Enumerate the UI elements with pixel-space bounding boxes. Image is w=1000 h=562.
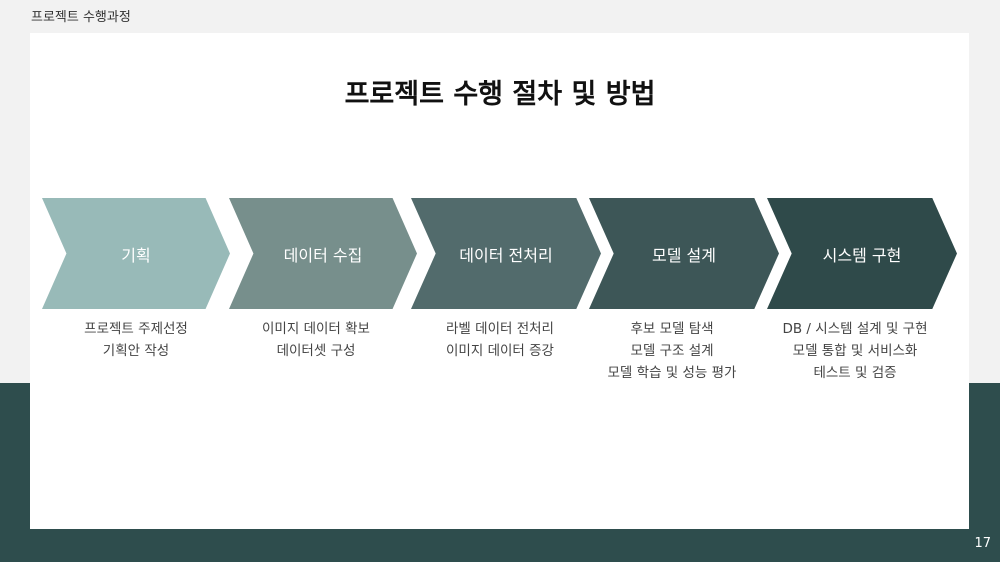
step-label: 모델 설계 bbox=[652, 245, 716, 265]
process-step-preprocessing: 데이터 전처리 bbox=[411, 198, 601, 309]
section-label: 프로젝트 수행과정 bbox=[31, 10, 131, 25]
step-details-planning: 프로젝트 주제선정 기획안 작성 bbox=[42, 318, 230, 362]
step-detail-line: 데이터셋 구성 bbox=[276, 343, 356, 359]
step-label: 기획 bbox=[121, 245, 151, 265]
process-step-planning: 기획 bbox=[42, 198, 230, 309]
step-label: 데이터 전처리 bbox=[459, 245, 553, 265]
step-detail-line: 모델 구조 설계 bbox=[630, 343, 714, 359]
step-detail-line: 이미지 데이터 확보 bbox=[262, 321, 370, 337]
step-detail-line: 라벨 데이터 전처리 bbox=[446, 321, 554, 337]
process-step-model-design: 모델 설계 bbox=[589, 198, 779, 309]
page-number: 17 bbox=[974, 536, 991, 551]
process-step-system-implementation: 시스템 구현 bbox=[767, 198, 957, 309]
step-detail-line: 모델 통합 및 서비스화 bbox=[792, 343, 918, 359]
step-details-system-implementation: DB / 시스템 설계 및 구현 모델 통합 및 서비스화 테스트 및 검증 bbox=[760, 318, 950, 384]
step-detail-line: 후보 모델 탐색 bbox=[630, 321, 714, 337]
step-detail-line: 이미지 데이터 증강 bbox=[446, 343, 554, 359]
step-details-data-collection: 이미지 데이터 확보 데이터셋 구성 bbox=[222, 318, 410, 362]
slide-title: 프로젝트 수행 절차 및 방법 bbox=[344, 79, 656, 110]
step-details-preprocessing: 라벨 데이터 전처리 이미지 데이터 증강 bbox=[405, 318, 595, 362]
step-label: 시스템 구현 bbox=[822, 245, 902, 265]
step-label: 데이터 수집 bbox=[283, 245, 363, 265]
step-detail-line: DB / 시스템 설계 및 구현 bbox=[782, 321, 928, 337]
process-step-data-collection: 데이터 수집 bbox=[229, 198, 417, 309]
step-details-model-design: 후보 모델 탐색 모델 구조 설계 모델 학습 및 성능 평가 bbox=[577, 318, 767, 384]
step-detail-line: 프로젝트 주제선정 bbox=[84, 321, 188, 337]
step-detail-line: 기획안 작성 bbox=[102, 343, 170, 359]
step-detail-line: 모델 학습 및 성능 평가 bbox=[607, 365, 737, 381]
step-detail-line: 테스트 및 검증 bbox=[813, 365, 897, 381]
